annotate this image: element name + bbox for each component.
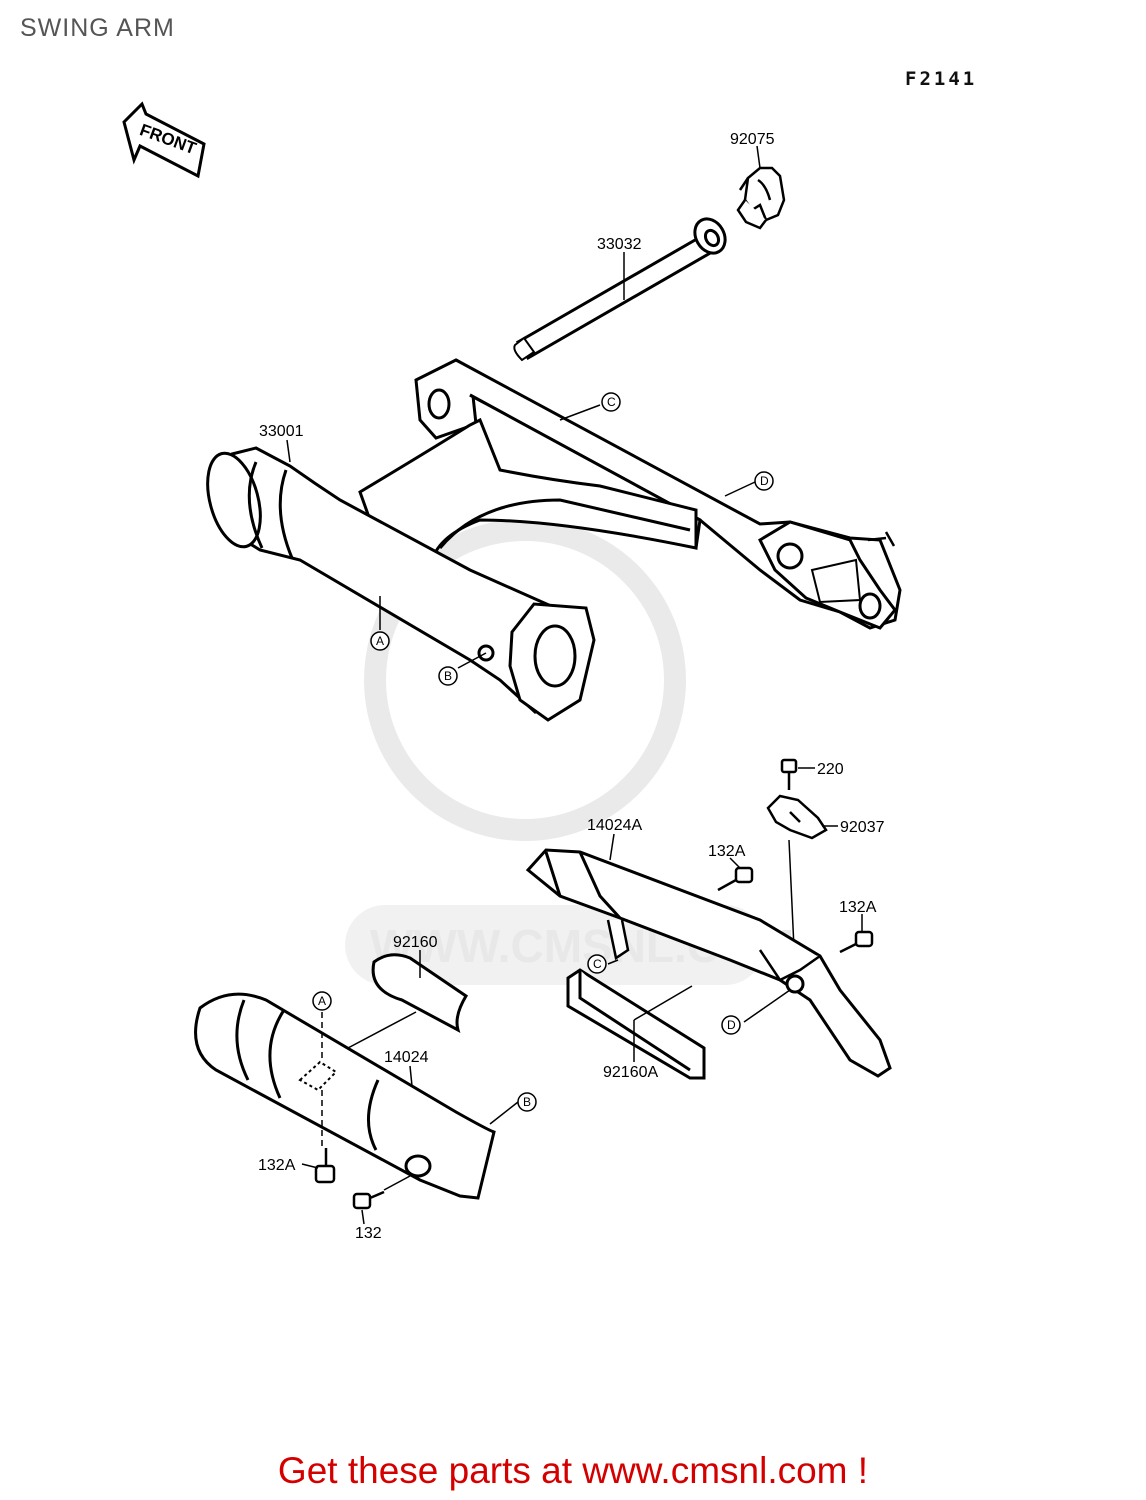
label-14024A: 14024A xyxy=(587,817,642,834)
ref-marker-a-lower: A xyxy=(318,994,326,1008)
label-33001: 33001 xyxy=(259,423,304,440)
label-92160: 92160 xyxy=(393,934,438,951)
bolt-132A-right-icon xyxy=(839,930,874,954)
label-132A-upper: 132A xyxy=(708,843,746,860)
tube-cover-14024-icon xyxy=(194,992,496,1200)
footer-link[interactable]: Get these parts at www.cmsnl.com ! xyxy=(277,1450,869,1491)
ref-marker-b-lower: B xyxy=(523,1095,531,1109)
pad-92160-icon xyxy=(371,953,469,1033)
part-labels: 92075 33032 33001 220 92037 14024A 132A … xyxy=(258,131,885,1242)
label-132A-right: 132A xyxy=(839,899,877,916)
figure-code: F2141 xyxy=(905,68,978,90)
label-92037: 92037 xyxy=(840,819,885,836)
ref-marker-c-lower: C xyxy=(593,957,602,971)
ref-marker-a-upper: A xyxy=(376,634,384,648)
chain-guard-14024A-icon xyxy=(525,848,892,1078)
clip-92037-icon xyxy=(766,794,828,840)
label-132: 132 xyxy=(355,1225,382,1242)
page-title: SWING ARM xyxy=(20,14,175,42)
ref-marker-d-lower: D xyxy=(727,1018,736,1032)
bushing-92075-icon xyxy=(736,166,786,230)
label-14024: 14024 xyxy=(384,1049,429,1066)
label-132A-lower: 132A xyxy=(258,1157,296,1174)
ref-marker-b-upper: B xyxy=(444,669,452,683)
ref-marker-d-upper: D xyxy=(760,474,769,488)
bolt-132A-upper-icon xyxy=(717,866,754,892)
label-33032: 33032 xyxy=(597,236,642,253)
axle-33032-icon xyxy=(513,217,727,362)
pad-92160A-icon xyxy=(566,968,706,1080)
label-92160A: 92160A xyxy=(603,1064,658,1081)
ref-marker-c-upper: C xyxy=(607,395,616,409)
swing-arm-33001-icon xyxy=(206,358,902,722)
bolt-220-icon xyxy=(780,758,798,790)
parts-diagram: WWW.CMSNL.COM FRONT xyxy=(122,101,902,1242)
front-arrow-icon: FRONT xyxy=(122,101,206,179)
bolt-132A-lower-icon xyxy=(314,1148,336,1184)
label-92075: 92075 xyxy=(730,131,775,148)
ref-markers: C D A B C D A B xyxy=(312,392,774,1112)
label-220: 220 xyxy=(817,761,844,778)
bolt-132-icon xyxy=(352,1190,385,1210)
